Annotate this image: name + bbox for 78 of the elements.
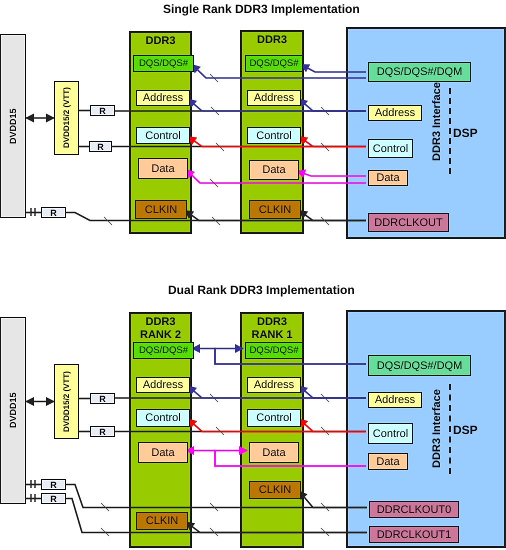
signal-box: Control bbox=[247, 409, 301, 427]
signal-box: Address bbox=[136, 90, 190, 106]
memory-chip bbox=[129, 312, 192, 548]
signal-box: DQS/DQS# bbox=[245, 342, 303, 359]
signal-box: DDRCLKOUT0 bbox=[369, 501, 459, 518]
signal-box: DDRCLKOUT bbox=[368, 213, 449, 232]
arrow bbox=[187, 385, 366, 399]
resistor: R bbox=[41, 493, 66, 504]
resistor: R bbox=[90, 393, 115, 404]
signal-box: Data bbox=[368, 170, 408, 186]
memory-chip bbox=[240, 30, 304, 234]
signal-line bbox=[26, 498, 41, 500]
interface-label: DDR3 Interface bbox=[430, 388, 444, 470]
signal-box: Control bbox=[368, 423, 413, 444]
signal-box: Address bbox=[247, 377, 301, 393]
resistor: R bbox=[90, 426, 115, 437]
arrow bbox=[185, 446, 366, 467]
memory-chip bbox=[240, 312, 304, 548]
signal-line bbox=[79, 430, 90, 432]
resistor: R bbox=[41, 207, 66, 218]
arrow bbox=[296, 169, 366, 178]
power-rail-block: DVDD15 bbox=[0, 317, 26, 504]
signal-box: Address bbox=[247, 90, 301, 106]
signal-box: DQS/DQS# bbox=[245, 55, 303, 72]
termination-supply-block: DVDD15/2 (VTT) bbox=[54, 364, 79, 439]
signal-box: Control bbox=[247, 127, 301, 144]
arrow bbox=[187, 136, 366, 148]
chip-title: DDR3 RANK 1 bbox=[250, 316, 294, 342]
chip-title: DDR3 RANK 2 bbox=[139, 316, 182, 342]
chip-title: DDR3 bbox=[144, 35, 176, 48]
signal-box: CLKIN bbox=[135, 200, 187, 219]
signal-box: Control bbox=[368, 139, 413, 158]
resistor: R bbox=[41, 479, 66, 490]
arrow bbox=[300, 64, 366, 73]
processor-block bbox=[346, 27, 506, 239]
signal-line bbox=[79, 110, 90, 112]
arrow bbox=[187, 98, 366, 112]
section-heading: Dual Rank DDR3 Implementation bbox=[168, 283, 355, 297]
signal-line bbox=[66, 498, 367, 534]
signal-box: DDRCLKOUT1 bbox=[369, 526, 459, 543]
signal-box: CLKIN bbox=[249, 200, 301, 219]
signal-box: CLKIN bbox=[249, 481, 301, 499]
termination-supply-block: DVDD15/2 (VTT) bbox=[54, 81, 79, 155]
arrow bbox=[25, 114, 55, 122]
signal-box: Data bbox=[138, 442, 188, 463]
chip-title: DDR3 bbox=[256, 34, 288, 47]
signal-box: CLKIN bbox=[136, 512, 188, 530]
signal-box: DQS/DQS#/DQM bbox=[368, 355, 471, 376]
signal-line bbox=[26, 212, 41, 214]
arrow bbox=[185, 168, 366, 184]
memory-chip bbox=[129, 31, 192, 234]
signal-box: Data bbox=[249, 160, 299, 180]
signal-box: Address bbox=[368, 105, 422, 121]
processor-label: DSP bbox=[453, 126, 478, 140]
signal-box: DQS/DQS#/DQM bbox=[368, 62, 471, 82]
resistor: R bbox=[90, 105, 115, 116]
signal-box: DQS/DQS# bbox=[133, 55, 194, 72]
resistor: R bbox=[89, 141, 112, 152]
section-heading: Single Rank DDR3 Implementation bbox=[163, 2, 360, 16]
signal-box: Address bbox=[136, 377, 190, 393]
signal-line bbox=[66, 212, 366, 222]
signal-box: Control bbox=[136, 127, 190, 144]
signal-line bbox=[79, 398, 90, 400]
processor-block bbox=[346, 310, 506, 548]
processor-label: DSP bbox=[453, 423, 478, 437]
signal-box: Address bbox=[368, 392, 422, 408]
power-rail-block: DVDD15 bbox=[0, 34, 26, 218]
signal-line bbox=[66, 484, 367, 508]
signal-box: Data bbox=[368, 453, 408, 470]
arrow bbox=[187, 418, 366, 432]
signal-box: Data bbox=[138, 158, 188, 179]
arrow bbox=[191, 64, 366, 79]
arrow bbox=[25, 397, 55, 406]
signal-line bbox=[26, 484, 41, 486]
signal-box: DQS/DQS# bbox=[133, 342, 194, 359]
signal-box: Data bbox=[249, 442, 299, 463]
signal-line bbox=[79, 146, 89, 148]
signal-box: Control bbox=[136, 409, 190, 427]
